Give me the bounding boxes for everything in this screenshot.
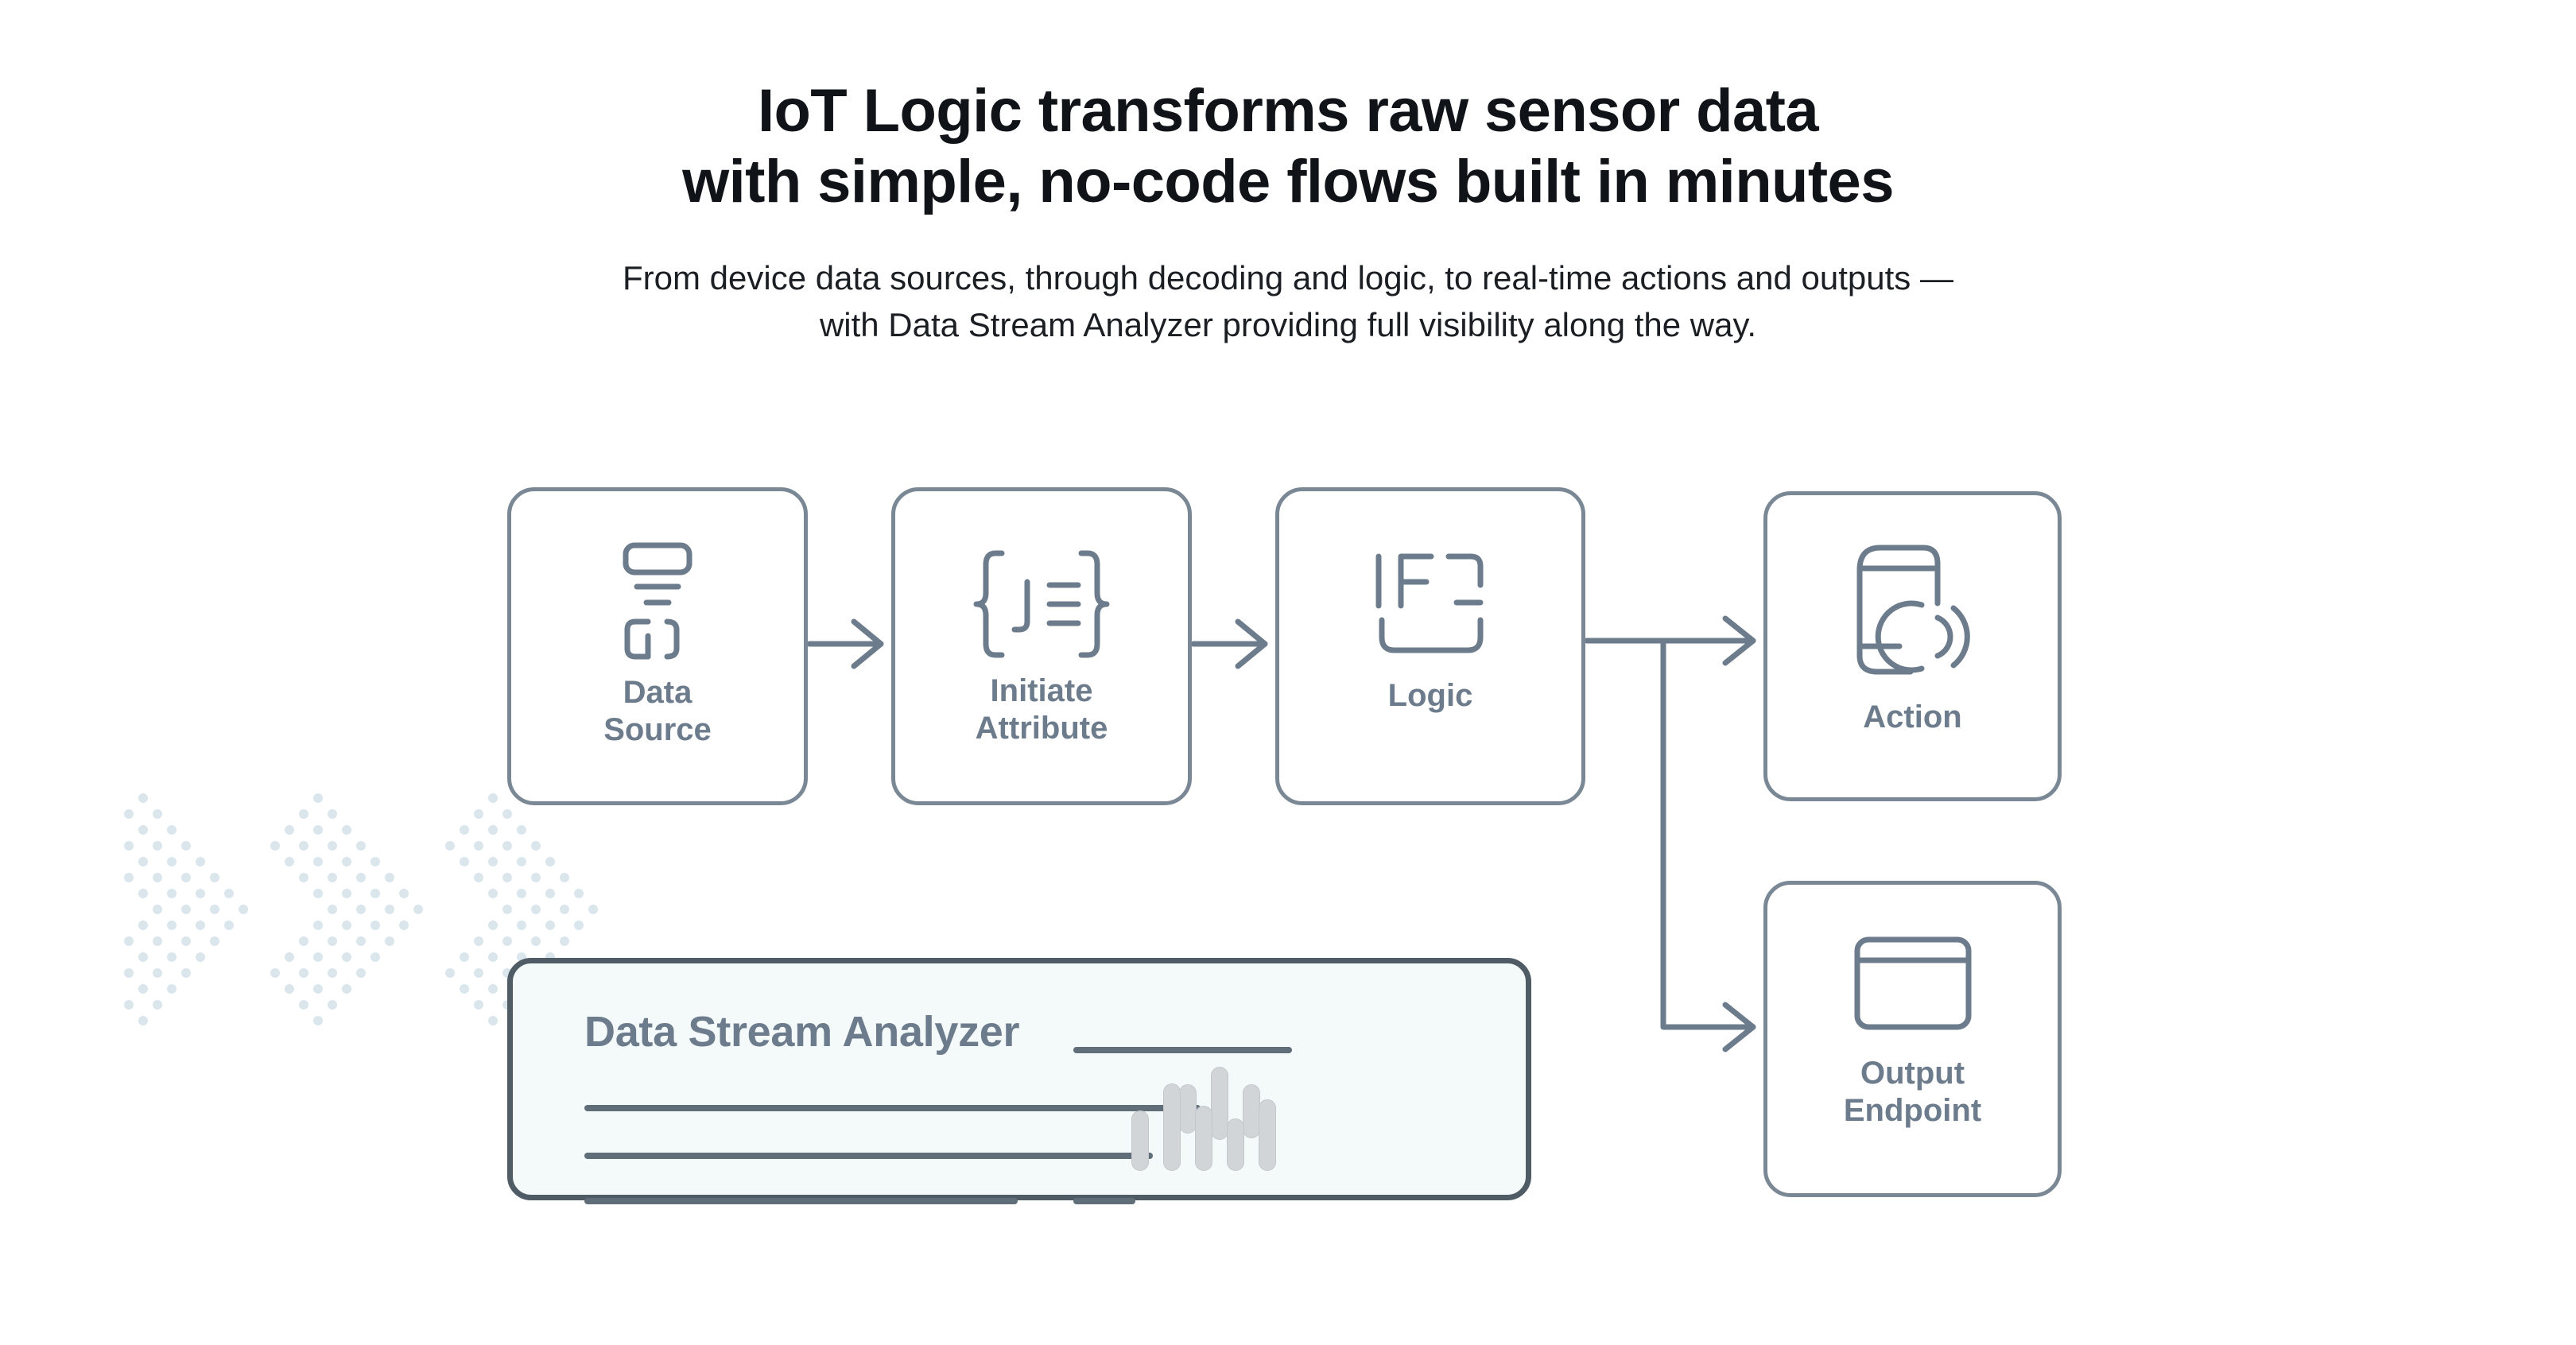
- analyzer-bar-top-1: [1179, 1084, 1197, 1134]
- analyzer-bar-bottom-1: [1131, 1110, 1149, 1171]
- signal-broadcast-icon: [623, 542, 692, 660]
- analyzer-line-right-4: [1073, 1198, 1135, 1204]
- page-header: IoT Logic transforms raw sensor data wit…: [0, 0, 2576, 349]
- page-subtitle: From device data sources, through decodi…: [0, 218, 2576, 349]
- analyzer-bar-bottom-3: [1195, 1106, 1212, 1171]
- flow-node-initiate-attribute[interactable]: Initiate Attribute: [891, 487, 1192, 805]
- data-stream-analyzer-title: Data Stream Analyzer: [584, 1008, 1020, 1056]
- flow-node-label-output-endpoint: Output Endpoint: [1843, 1056, 1982, 1129]
- analyzer-bar-bottom-2: [1163, 1083, 1181, 1171]
- connector-logic-to-action: [1584, 615, 1756, 666]
- if-condition-icon: [1375, 553, 1484, 653]
- page-title: IoT Logic transforms raw sensor data wit…: [0, 0, 2576, 218]
- flow-node-label-action: Action: [1863, 700, 1962, 735]
- connector-data-source-to-initiate: [806, 618, 884, 669]
- analyzer-line-left-3: [584, 1198, 1018, 1204]
- flow-node-data-source[interactable]: Data Source: [507, 487, 808, 805]
- analyzer-bar-top-2: [1211, 1067, 1228, 1140]
- connector-logic-to-output-endpoint: [1660, 638, 1756, 1052]
- flow-node-logic[interactable]: Logic: [1275, 487, 1585, 805]
- analyzer-line-left-2: [584, 1153, 1101, 1159]
- json-braces-icon: [973, 550, 1110, 658]
- analyzer-bar-bottom-5: [1259, 1099, 1276, 1171]
- browser-window-icon: [1854, 936, 1971, 1030]
- page-subtitle-line-1: From device data sources, through decodi…: [623, 258, 1953, 297]
- flow-node-label-initiate-attribute: Initiate Attribute: [975, 673, 1108, 746]
- connector-initiate-to-logic: [1190, 618, 1268, 669]
- analyzer-bar-bottom-4: [1227, 1118, 1244, 1171]
- analyzer-bar-top-3: [1243, 1084, 1260, 1138]
- analyzer-line-right-3: [1073, 1153, 1153, 1159]
- analyzer-line-left-1: [584, 1105, 1197, 1111]
- flow-node-label-data-source: Data Source: [603, 675, 712, 748]
- flow-node-label-logic: Logic: [1387, 678, 1473, 713]
- data-stream-analyzer-panel[interactable]: Data Stream Analyzer: [507, 958, 1531, 1204]
- page-title-line-2: with simple, no-code flows built in minu…: [682, 147, 1894, 215]
- page-title-line-1: IoT Logic transforms raw sensor data: [757, 77, 1819, 145]
- flow-node-output-endpoint[interactable]: Output Endpoint: [1763, 881, 2062, 1197]
- page-subtitle-line-2: with Data Stream Analyzer providing full…: [819, 306, 1757, 344]
- device-vibrate-icon: [1856, 545, 1970, 675]
- flow-node-action[interactable]: Action: [1763, 491, 2062, 801]
- analyzer-line-right-1: [1073, 1047, 1292, 1053]
- analyzer-line-right-2: [1073, 1105, 1201, 1111]
